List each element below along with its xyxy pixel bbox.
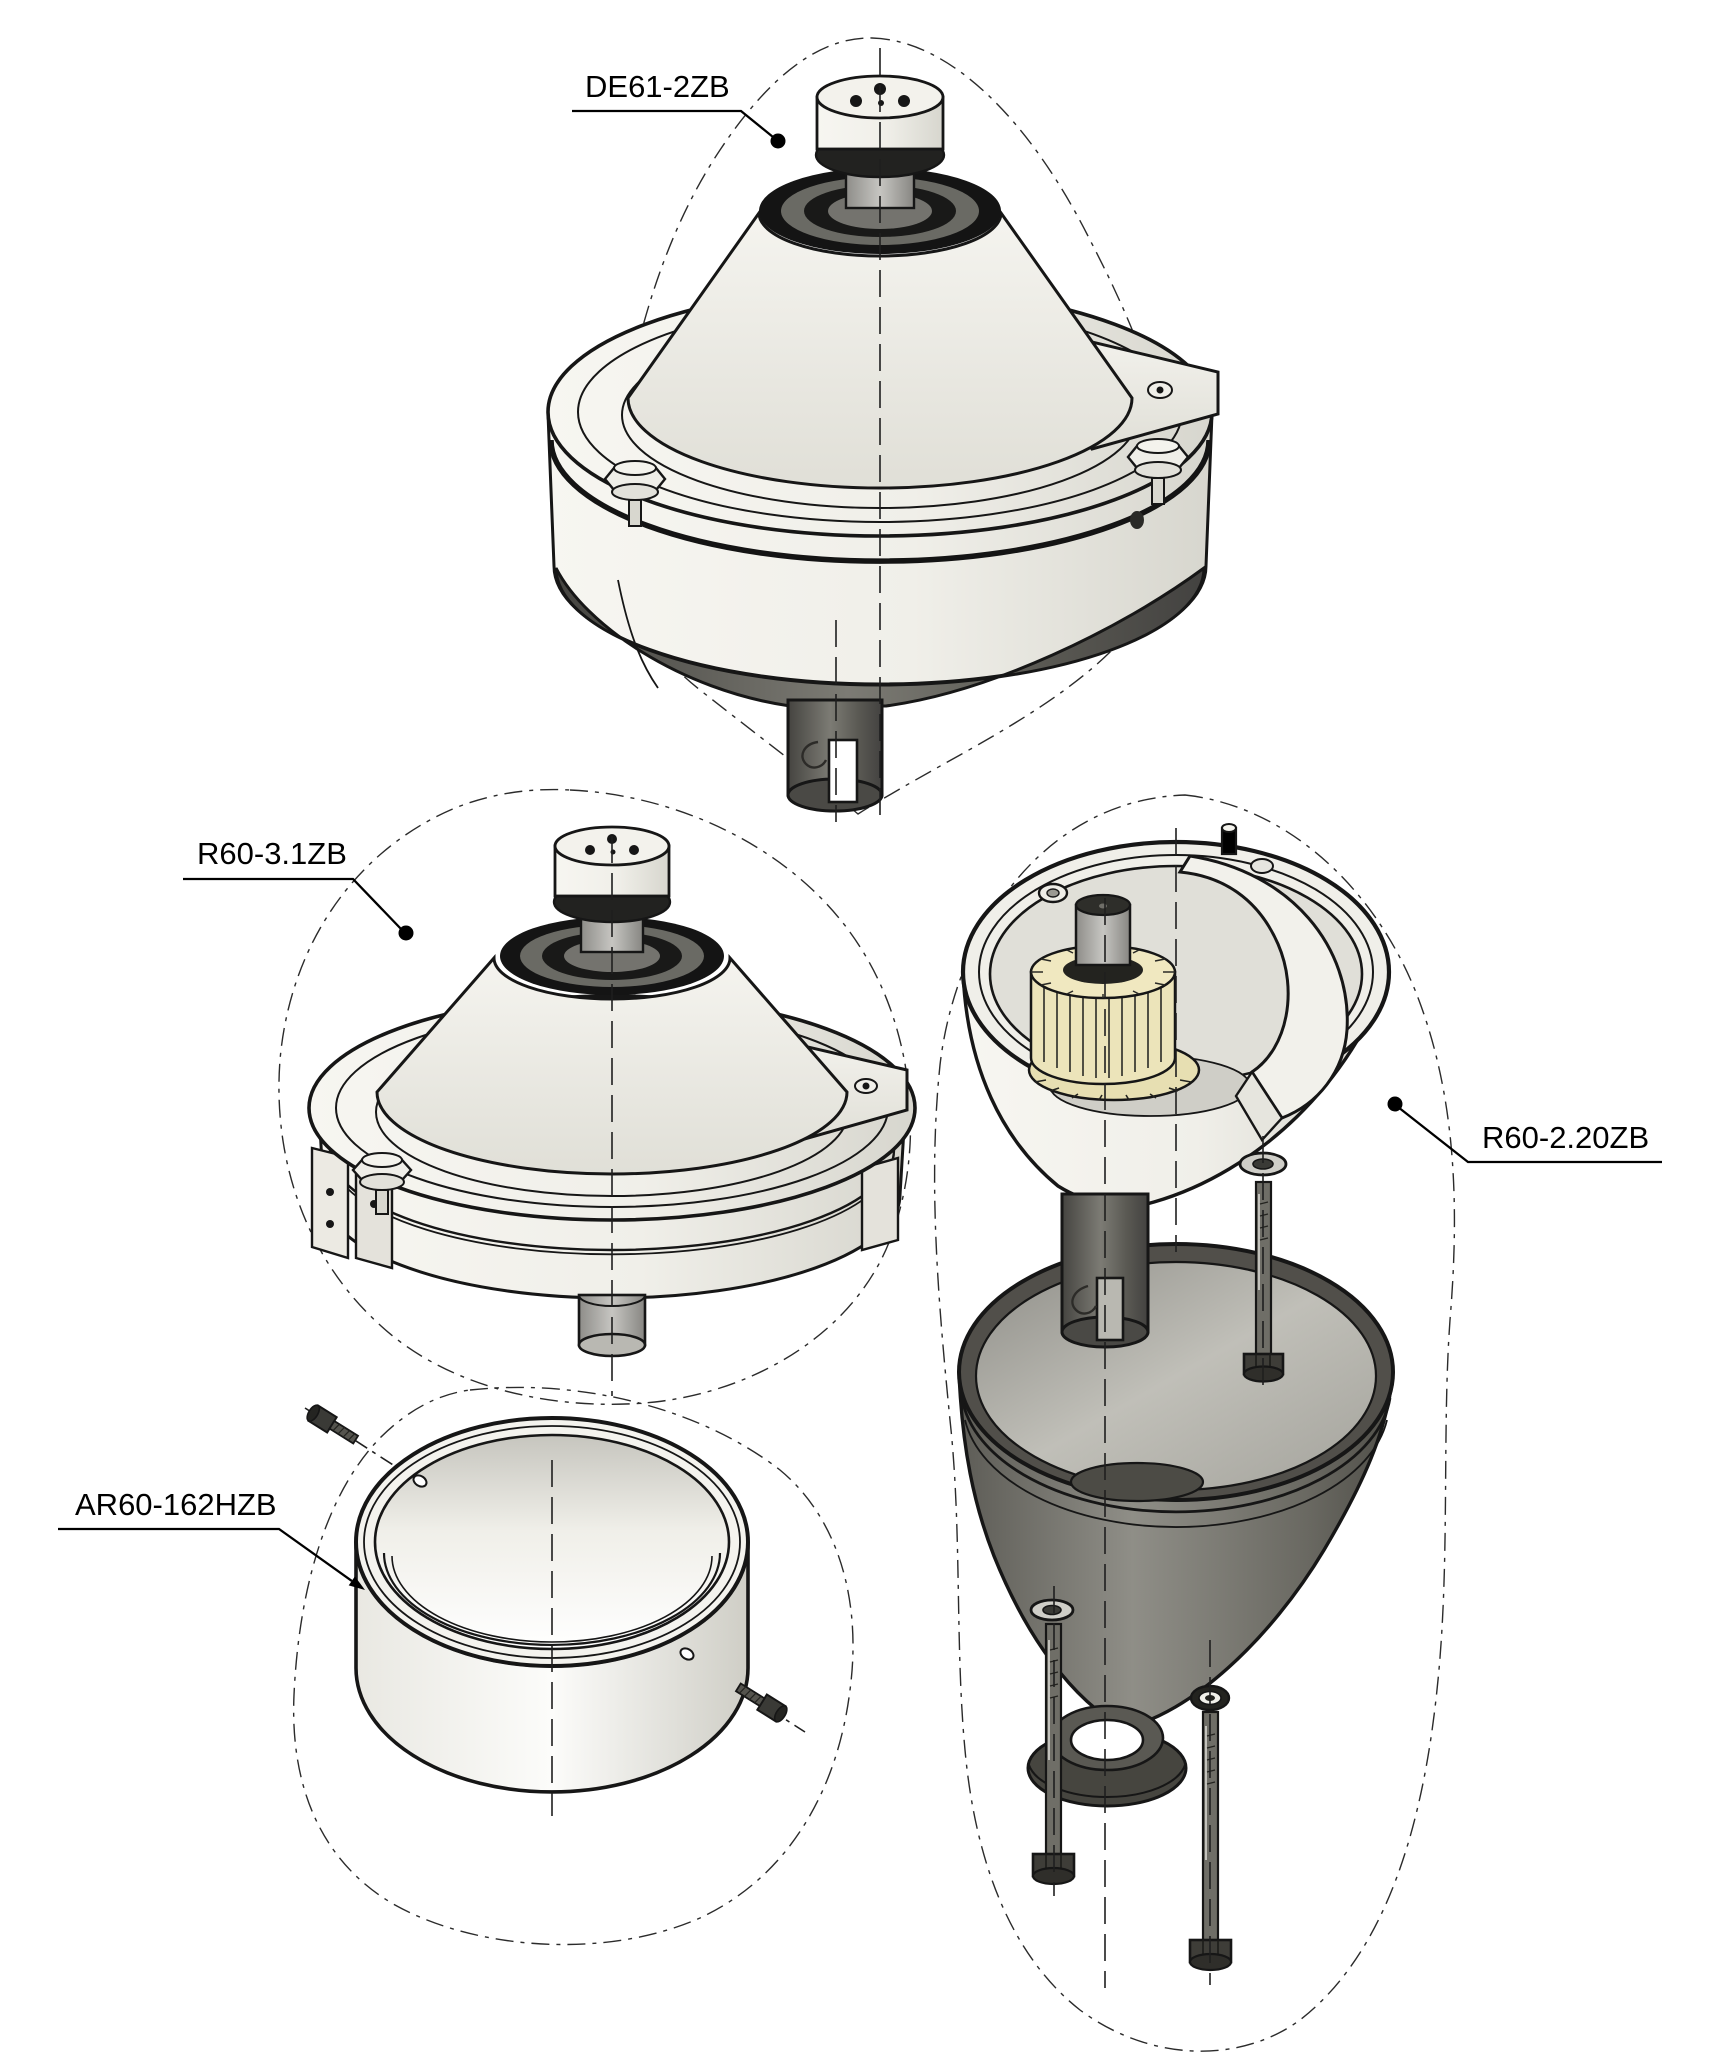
bowl-inner-hole bbox=[1069, 1461, 1205, 1503]
gear-teeth bbox=[1043, 978, 1162, 1078]
leader-line bbox=[1397, 1106, 1662, 1164]
bowl-inner-surface bbox=[974, 1260, 1378, 1492]
leader-dot bbox=[1387, 1096, 1403, 1112]
fork-inner-curl bbox=[1071, 1284, 1098, 1315]
assembly-r60-2-20zb: R60-2.20ZB bbox=[933, 794, 1662, 2052]
hollow-post bbox=[1037, 882, 1069, 904]
screw-hole bbox=[412, 1474, 428, 1488]
machine-screw bbox=[306, 1404, 360, 1445]
assembly-boundary-outline bbox=[278, 788, 912, 1405]
leader-arrowhead bbox=[348, 1576, 365, 1590]
cap-hole bbox=[898, 95, 910, 107]
pinion-gear bbox=[1027, 944, 1201, 1102]
lower-cone bbox=[554, 565, 1206, 708]
fork-notch bbox=[1095, 1276, 1125, 1342]
gear-housing bbox=[960, 823, 1392, 1349]
callout-r60-3-1zb: R60-3.1ZB bbox=[183, 836, 414, 941]
ring-inner-bottom-edge bbox=[391, 1555, 713, 1643]
fork-inner-curl bbox=[801, 740, 828, 769]
assembly-boundary-outline bbox=[292, 1386, 854, 1946]
gasket-edge bbox=[1028, 1764, 1186, 1798]
output-fork-tube bbox=[786, 698, 884, 813]
leader-line bbox=[58, 1527, 353, 1582]
side-bracket bbox=[860, 1156, 900, 1252]
hex-bolt bbox=[1126, 438, 1190, 505]
leader-line bbox=[183, 877, 403, 931]
callout-ar60-162hzb: AR60-162HZB bbox=[58, 1487, 365, 1590]
cap-hole bbox=[850, 95, 862, 107]
bowl-seam bbox=[960, 1397, 1392, 1514]
hex-bolt bbox=[603, 460, 667, 527]
callout-r60-2-20zb: R60-2.20ZB bbox=[1387, 1096, 1662, 1164]
gear-top-teeth-ticks bbox=[1031, 946, 1175, 998]
screw-hole bbox=[679, 1647, 695, 1661]
gasket-ring bbox=[1026, 1704, 1188, 1808]
part-label-de61-2zb: DE61-2ZB bbox=[585, 69, 730, 104]
partition-wall bbox=[1177, 854, 1349, 1143]
part-label-r60-3-1zb: R60-3.1ZB bbox=[197, 836, 347, 871]
gear-body bbox=[1029, 970, 1177, 1086]
part-label-ar60-162hzb: AR60-162HZB bbox=[75, 1487, 277, 1522]
part-label-r60-2-20zb: R60-2.20ZB bbox=[1482, 1120, 1649, 1155]
bowl-seam bbox=[964, 1419, 1388, 1528]
gasket-hole bbox=[1069, 1718, 1145, 1762]
cap-hole bbox=[878, 100, 884, 106]
rim-peg bbox=[1220, 823, 1238, 856]
gear-shaft bbox=[1074, 893, 1132, 967]
drum-hole bbox=[1130, 511, 1144, 529]
assembly-ar60-162hzb: AR60-162HZB bbox=[58, 1386, 854, 1946]
callout-de61-2zb: DE61-2ZB bbox=[572, 69, 786, 149]
hex-bolt bbox=[351, 1152, 413, 1215]
assembly-r60-3-1zb: R60-3.1ZB bbox=[183, 788, 917, 1405]
ring-inner-bottom-edge bbox=[382, 1552, 722, 1647]
washer bbox=[1029, 1598, 1075, 1622]
joint-seam bbox=[548, 439, 1212, 564]
machine-screw bbox=[734, 1682, 788, 1723]
cone-seam bbox=[617, 579, 659, 689]
cap-hole bbox=[629, 845, 639, 855]
leader-dot bbox=[770, 133, 786, 149]
cap-hole bbox=[585, 845, 595, 855]
assembly-boundary-outline bbox=[610, 37, 1175, 815]
rim-hole bbox=[1250, 858, 1274, 874]
fork-notch bbox=[827, 738, 859, 804]
leader-line bbox=[572, 109, 774, 138]
assembly-de61-2zb: DE61-2ZB bbox=[546, 37, 1220, 822]
leader-dot bbox=[398, 925, 414, 941]
